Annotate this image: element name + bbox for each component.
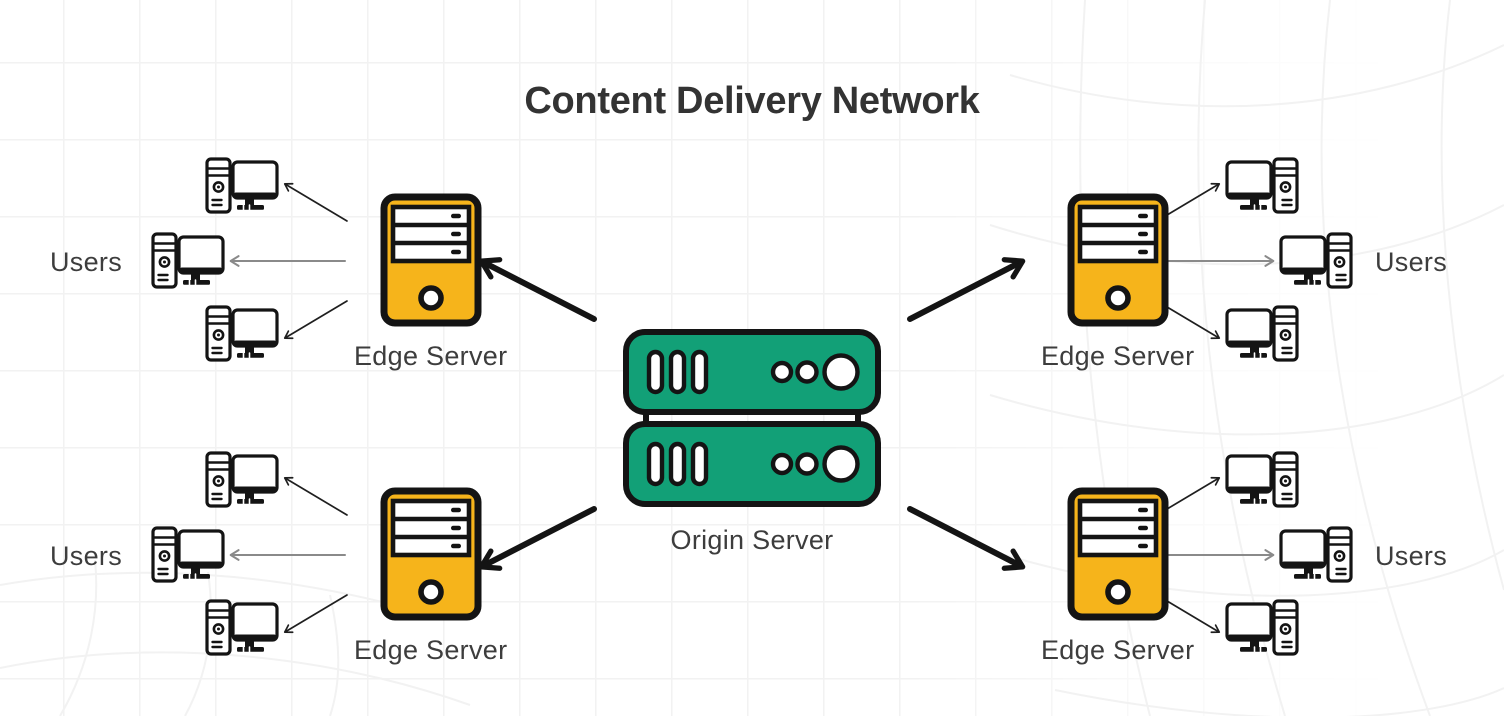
user-computer-icon <box>1224 303 1300 365</box>
edge-server-label: Edge Server <box>1041 341 1195 371</box>
user-computer-icon <box>204 303 280 365</box>
user-computer-icon <box>150 230 226 292</box>
users-label-bottom-left: Users <box>50 541 123 571</box>
diagram-title: Content Delivery Network <box>524 80 980 122</box>
user-computer-icon <box>1224 449 1300 511</box>
arrow-edge-top-left-to-user-1 <box>283 182 348 222</box>
arrow-origin-to-edge-top-right <box>907 257 1026 322</box>
user-computer-icon <box>204 155 280 217</box>
arrow-edge-bottom-left-to-user-1 <box>283 476 348 516</box>
user-computer-icon <box>150 524 226 586</box>
edge-server-label: Edge Server <box>354 635 508 665</box>
arrow-edge-top-left-to-user-3 <box>283 300 348 340</box>
edge-server-icon <box>380 193 482 327</box>
users-label-top-right: Users <box>1375 247 1448 277</box>
origin-server-node: Origin Server <box>623 329 881 556</box>
origin-server-icon <box>623 329 881 507</box>
edge-server-icon <box>1067 193 1169 327</box>
arrow-origin-to-edge-bottom-right <box>907 506 1026 571</box>
edge-server-label: Edge Server <box>1041 635 1195 665</box>
user-computer-icon <box>204 597 280 659</box>
edge-server-label: Edge Server <box>354 341 508 371</box>
edge-server-top-right: Edge Server <box>1041 193 1194 372</box>
edge-server-top-left: Edge Server <box>354 193 507 372</box>
user-computer-icon <box>204 449 280 511</box>
edge-server-icon <box>380 487 482 621</box>
edge-server-bottom-right: Edge Server <box>1041 487 1194 666</box>
user-computer-icon <box>1224 597 1300 659</box>
user-computer-icon <box>1224 155 1300 217</box>
user-computer-icon <box>1278 524 1354 586</box>
edge-server-bottom-left: Edge Server <box>354 487 507 666</box>
users-label-bottom-right: Users <box>1375 541 1448 571</box>
arrow-edge-bottom-left-to-user-3 <box>283 594 348 634</box>
origin-server-label: Origin Server <box>670 525 834 555</box>
edge-server-icon <box>1067 487 1169 621</box>
user-computer-icon <box>1278 230 1354 292</box>
users-label-top-left: Users <box>50 247 123 277</box>
